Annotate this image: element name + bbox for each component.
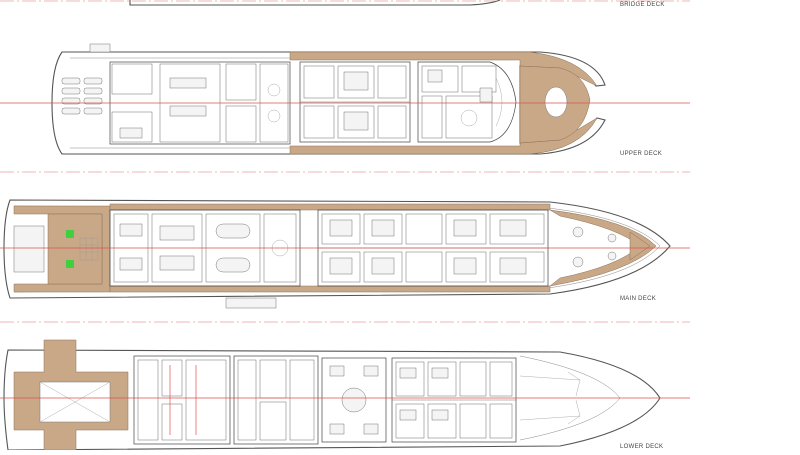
main-deck-label: MAIN DECK: [620, 296, 656, 302]
upper-deck-interior: [89, 43, 517, 145]
lower-deck-plan: LOWER DECK: [0, 339, 690, 451]
main-deck-grid-area: [79, 237, 99, 261]
upper-deck-plan: UPPER DECK: [0, 43, 690, 157]
main-deck-marker-1: [66, 230, 74, 238]
bridge-deck-plan: BRIDGE DECK: [0, 0, 690, 8]
lower-deck-hull: [3, 349, 661, 451]
main-deck-tender: [225, 297, 277, 309]
main-deck-plan: MAIN DECK: [0, 199, 690, 309]
lower-deck-interior: [133, 355, 581, 445]
bridge-deck-label: BRIDGE DECK: [620, 2, 665, 8]
upper-deck-bow-seating: [544, 86, 568, 118]
main-deck-bulwark: [13, 205, 661, 293]
upper-deck-label: UPPER DECK: [620, 151, 662, 157]
main-deck-port-sidedeck: [109, 203, 551, 211]
main-deck-bow-teak: [549, 209, 657, 287]
upper-deck-teak-area: [289, 51, 598, 155]
lower-deck-garage-cross-2: [39, 381, 111, 423]
main-deck-marker-2: [66, 260, 74, 268]
main-deck-aft-cockpit: [47, 213, 103, 285]
main-deck-stbd-sidedeck: [109, 285, 551, 293]
upper-deck-sunbeds: [61, 77, 103, 115]
main-deck-stern-sofa: [13, 225, 45, 273]
main-deck-bow-tip: [629, 231, 651, 261]
lower-deck-label: LOWER DECK: [620, 444, 663, 450]
main-deck-interior: [109, 209, 617, 309]
